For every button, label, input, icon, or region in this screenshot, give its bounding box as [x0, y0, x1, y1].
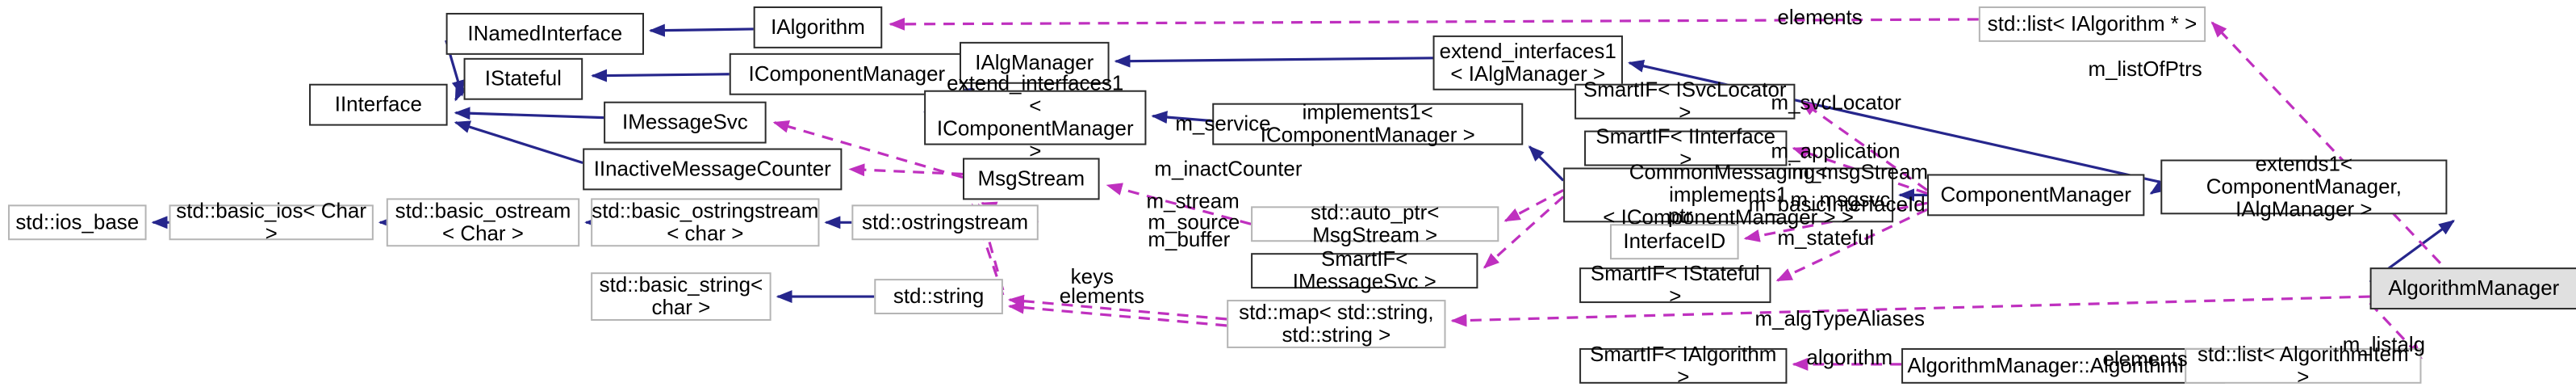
edge-label-elements-right: elements	[2102, 346, 2188, 371]
edge-label-keys: keys	[1070, 264, 1114, 289]
edge-label-m-listofptrs: m_listOfPtrs	[2088, 56, 2202, 81]
edge-label-m-svclocator: m_svcLocator	[1771, 90, 1901, 115]
edge-label-m-stateful: m_stateful	[1777, 225, 1875, 250]
node-smartif-iinterface[interactable]: SmartIF< IInterface >	[1584, 125, 1788, 170]
edge-label-ptr: ptr	[1667, 203, 1693, 228]
node-std-map-string-string[interactable]: std::map< std::string, std::string >	[1227, 300, 1446, 348]
edge-label-elements-top: elements	[1777, 4, 1863, 29]
node-ialgorithm[interactable]: IAlgorithm	[753, 6, 883, 48]
node-msgstream[interactable]: MsgStream	[963, 158, 1100, 200]
node-extend-interfaces1-ialgmanager[interactable]: extend_interfaces1 < IAlgManager >	[1432, 35, 1623, 90]
node-istateful[interactable]: IStateful	[463, 57, 583, 100]
edge-label-m-stream: m_stream	[1146, 188, 1240, 213]
node-componentmanager[interactable]: ComponentManager	[1927, 174, 2145, 217]
node-std-ostringstream[interactable]: std::ostringstream	[851, 204, 1039, 241]
edge-label-m-inactcounter: m_inactCounter	[1154, 156, 1303, 181]
edge-label-m-application: m_application	[1771, 138, 1901, 163]
edge-label-m-msgstream: m_msgStream	[1792, 159, 1929, 184]
node-interfaceid[interactable]: InterfaceID	[1610, 224, 1739, 260]
node-smartif-imessagesvc[interactable]: SmartIF< IMessageSvc >	[1251, 247, 1478, 292]
node-algorithmmanager[interactable]: AlgorithmManager	[2369, 267, 2576, 310]
node-iinactivemessagecounter[interactable]: IInactiveMessageCounter	[583, 148, 843, 191]
edge-label-m-basicinterfaceid: m_basicInterfaceId	[1748, 191, 1926, 217]
edge-label-elements-keys: elements	[1059, 284, 1144, 309]
node-std-list-ialgorithm-ptr[interactable]: std::list< IAlgorithm * >	[1978, 6, 2206, 42]
node-imessagesvc[interactable]: IMessageSvc	[604, 101, 767, 144]
edge-label-m-service: m_service	[1175, 111, 1271, 136]
node-std-basic-string[interactable]: std::basic_string< char >	[591, 272, 772, 322]
node-smartif-ialgorithm[interactable]: SmartIF< IAlgorithm >	[1579, 343, 1788, 387]
node-inamedinterface[interactable]: INamedInterface	[445, 12, 644, 55]
edge-label-m-msgsvc: m_msgsvc	[1790, 187, 1891, 212]
node-smartif-isvclocator[interactable]: SmartIF< ISvcLocator >	[1574, 78, 1796, 124]
node-extends1-componentmanager-ialgmanager[interactable]: extends1< ComponentManager, IAlgManager …	[2160, 153, 2448, 220]
node-std-ios-base[interactable]: std::ios_base	[7, 204, 147, 241]
node-smartif-istateful[interactable]: SmartIF< IStateful >	[1579, 262, 1771, 307]
node-algorithmmanager-algorithmitem[interactable]: AlgorithmManager::AlgorithmItem	[1901, 347, 2226, 384]
edge-label-m-source: m_source	[1148, 209, 1240, 234]
node-extend-interfaces1-icomponentmanager[interactable]: extend_interfaces1 < IComponentManager >	[924, 72, 1147, 162]
node-std-auto-ptr-msgstream[interactable]: std::auto_ptr< MsgStream >	[1251, 200, 1499, 246]
edge-label-m-listalg: m_listalg	[2342, 331, 2426, 356]
node-implements1-icomponentmanager[interactable]: implements1< IComponentManager >	[1212, 101, 1524, 146]
node-icomponentmanager[interactable]: IComponentManager	[729, 53, 965, 95]
node-std-basic-ostringstream[interactable]: std::basic_ostringstream < char >	[591, 198, 820, 247]
node-std-string[interactable]: std::string	[874, 279, 1003, 315]
node-ialgmanager[interactable]: IAlgManager	[960, 41, 1110, 84]
edge-label-m-algtypealiases: m_algTypeAliases	[1754, 306, 1926, 330]
edge-label-algorithm: algorithm	[1806, 344, 1893, 369]
node-std-basic-ios[interactable]: std::basic_ios< Char >	[169, 199, 374, 244]
edge-label-m-buffer: m_buffer	[1148, 227, 1231, 252]
node-iinterface[interactable]: IInterface	[309, 83, 448, 126]
node-std-basic-ostream[interactable]: std::basic_ostream < Char >	[386, 198, 580, 247]
